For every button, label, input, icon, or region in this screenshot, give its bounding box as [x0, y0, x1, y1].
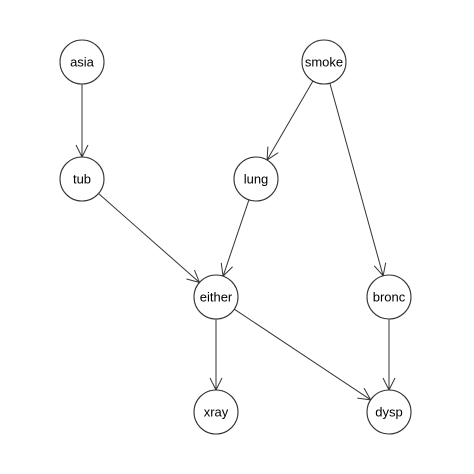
node-label: xray: [204, 405, 229, 420]
edge-tub-to-either: [98, 193, 201, 284]
edge-either-to-dysp: [234, 308, 372, 401]
node-circle: [301, 39, 347, 85]
node-circle: [193, 274, 239, 320]
node-label: lung: [244, 172, 269, 187]
node-smoke: smoke: [301, 39, 347, 85]
edge-lung-to-either: [220, 199, 250, 278]
node-circle: [366, 274, 412, 320]
nodes-layer: asia smoke tub lung either bronc xray dysp: [59, 39, 412, 435]
node-asia: asia: [59, 39, 105, 85]
node-label: tub: [73, 172, 91, 187]
edge-bronc-to-dysp: [382, 319, 396, 392]
node-circle: [233, 156, 279, 202]
node-label: either: [200, 290, 233, 305]
edge-line: [234, 308, 371, 401]
edge-line: [98, 193, 200, 283]
node-label: dysp: [375, 405, 402, 420]
node-circle: [59, 39, 105, 85]
node-circle: [366, 389, 412, 435]
node-circle: [193, 389, 239, 435]
node-dysp: dysp: [366, 389, 412, 435]
node-lung: lung: [233, 156, 279, 202]
edge-smoke-to-bronc: [329, 83, 387, 277]
edge-smoke-to-lung: [266, 80, 314, 161]
edge-line: [329, 83, 384, 276]
node-circle: [59, 156, 105, 202]
node-tub: tub: [59, 156, 105, 202]
node-label: bronc: [373, 290, 406, 305]
edge-asia-to-tub: [75, 84, 89, 159]
edges-layer: [75, 80, 396, 401]
node-bronc: bronc: [366, 274, 412, 320]
node-xray: xray: [193, 389, 239, 435]
edge-line: [266, 80, 314, 161]
edge-line: [222, 199, 250, 277]
node-label: smoke: [305, 55, 343, 70]
edge-either-to-xray: [209, 319, 223, 392]
node-either: either: [193, 274, 239, 320]
node-label: asia: [70, 55, 95, 70]
